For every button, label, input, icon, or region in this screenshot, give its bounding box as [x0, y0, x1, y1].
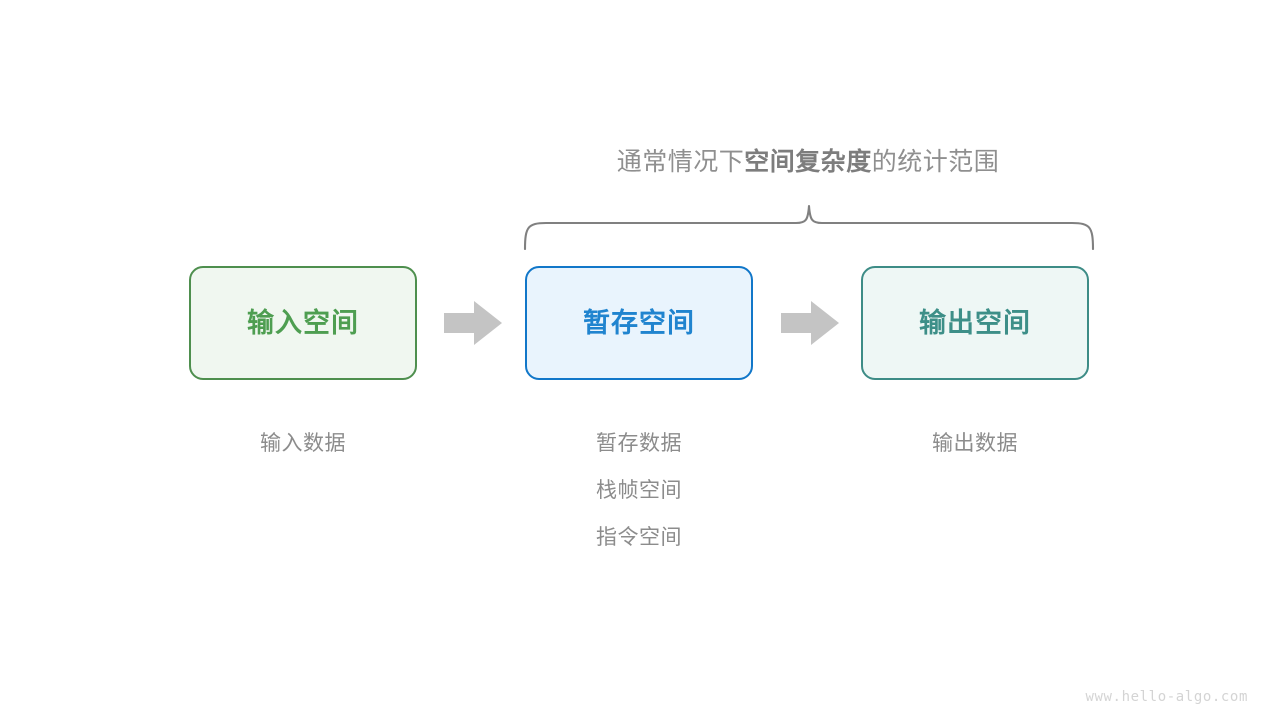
caption-line: 输入数据 [260, 432, 346, 455]
scope-note: 通常情况下空间复杂度的统计范围 [0, 143, 1280, 181]
caption-line: 暂存数据 [596, 432, 682, 455]
box-temp-space[interactable]: 暂存空间 [525, 266, 753, 380]
box-output-space[interactable]: 输出空间 [861, 266, 1089, 380]
box-input-space-label: 输入空间 [247, 307, 359, 338]
input-captions: 输入数据 [189, 420, 417, 467]
caption-columns: 输入数据 暂存数据 栈帧空间 指令空间 输出数据 [0, 420, 1280, 570]
caption-line: 输出数据 [932, 432, 1018, 455]
right-arrow-icon [444, 301, 502, 345]
scope-note-suffix: 的统计范围 [871, 148, 1000, 176]
box-output-space-label: 输出空间 [919, 307, 1031, 338]
right-arrow-icon [781, 301, 839, 345]
scope-note-emphasis: 空间复杂度 [744, 148, 872, 176]
caption-line: 栈帧空间 [596, 479, 682, 502]
output-captions: 输出数据 [861, 420, 1089, 467]
box-input-space[interactable]: 输入空间 [189, 266, 417, 380]
box-temp-space-label: 暂存空间 [583, 307, 695, 338]
scope-note-prefix: 通常情况下 [616, 148, 745, 176]
curly-brace-icon [523, 204, 1095, 250]
temp-captions: 暂存数据 栈帧空间 指令空间 [525, 420, 753, 561]
watermark: www.hello-algo.com [1085, 689, 1248, 705]
space-flow-row: 输入空间 暂存空间 输出空间 [0, 266, 1280, 382]
caption-line: 指令空间 [596, 526, 682, 549]
